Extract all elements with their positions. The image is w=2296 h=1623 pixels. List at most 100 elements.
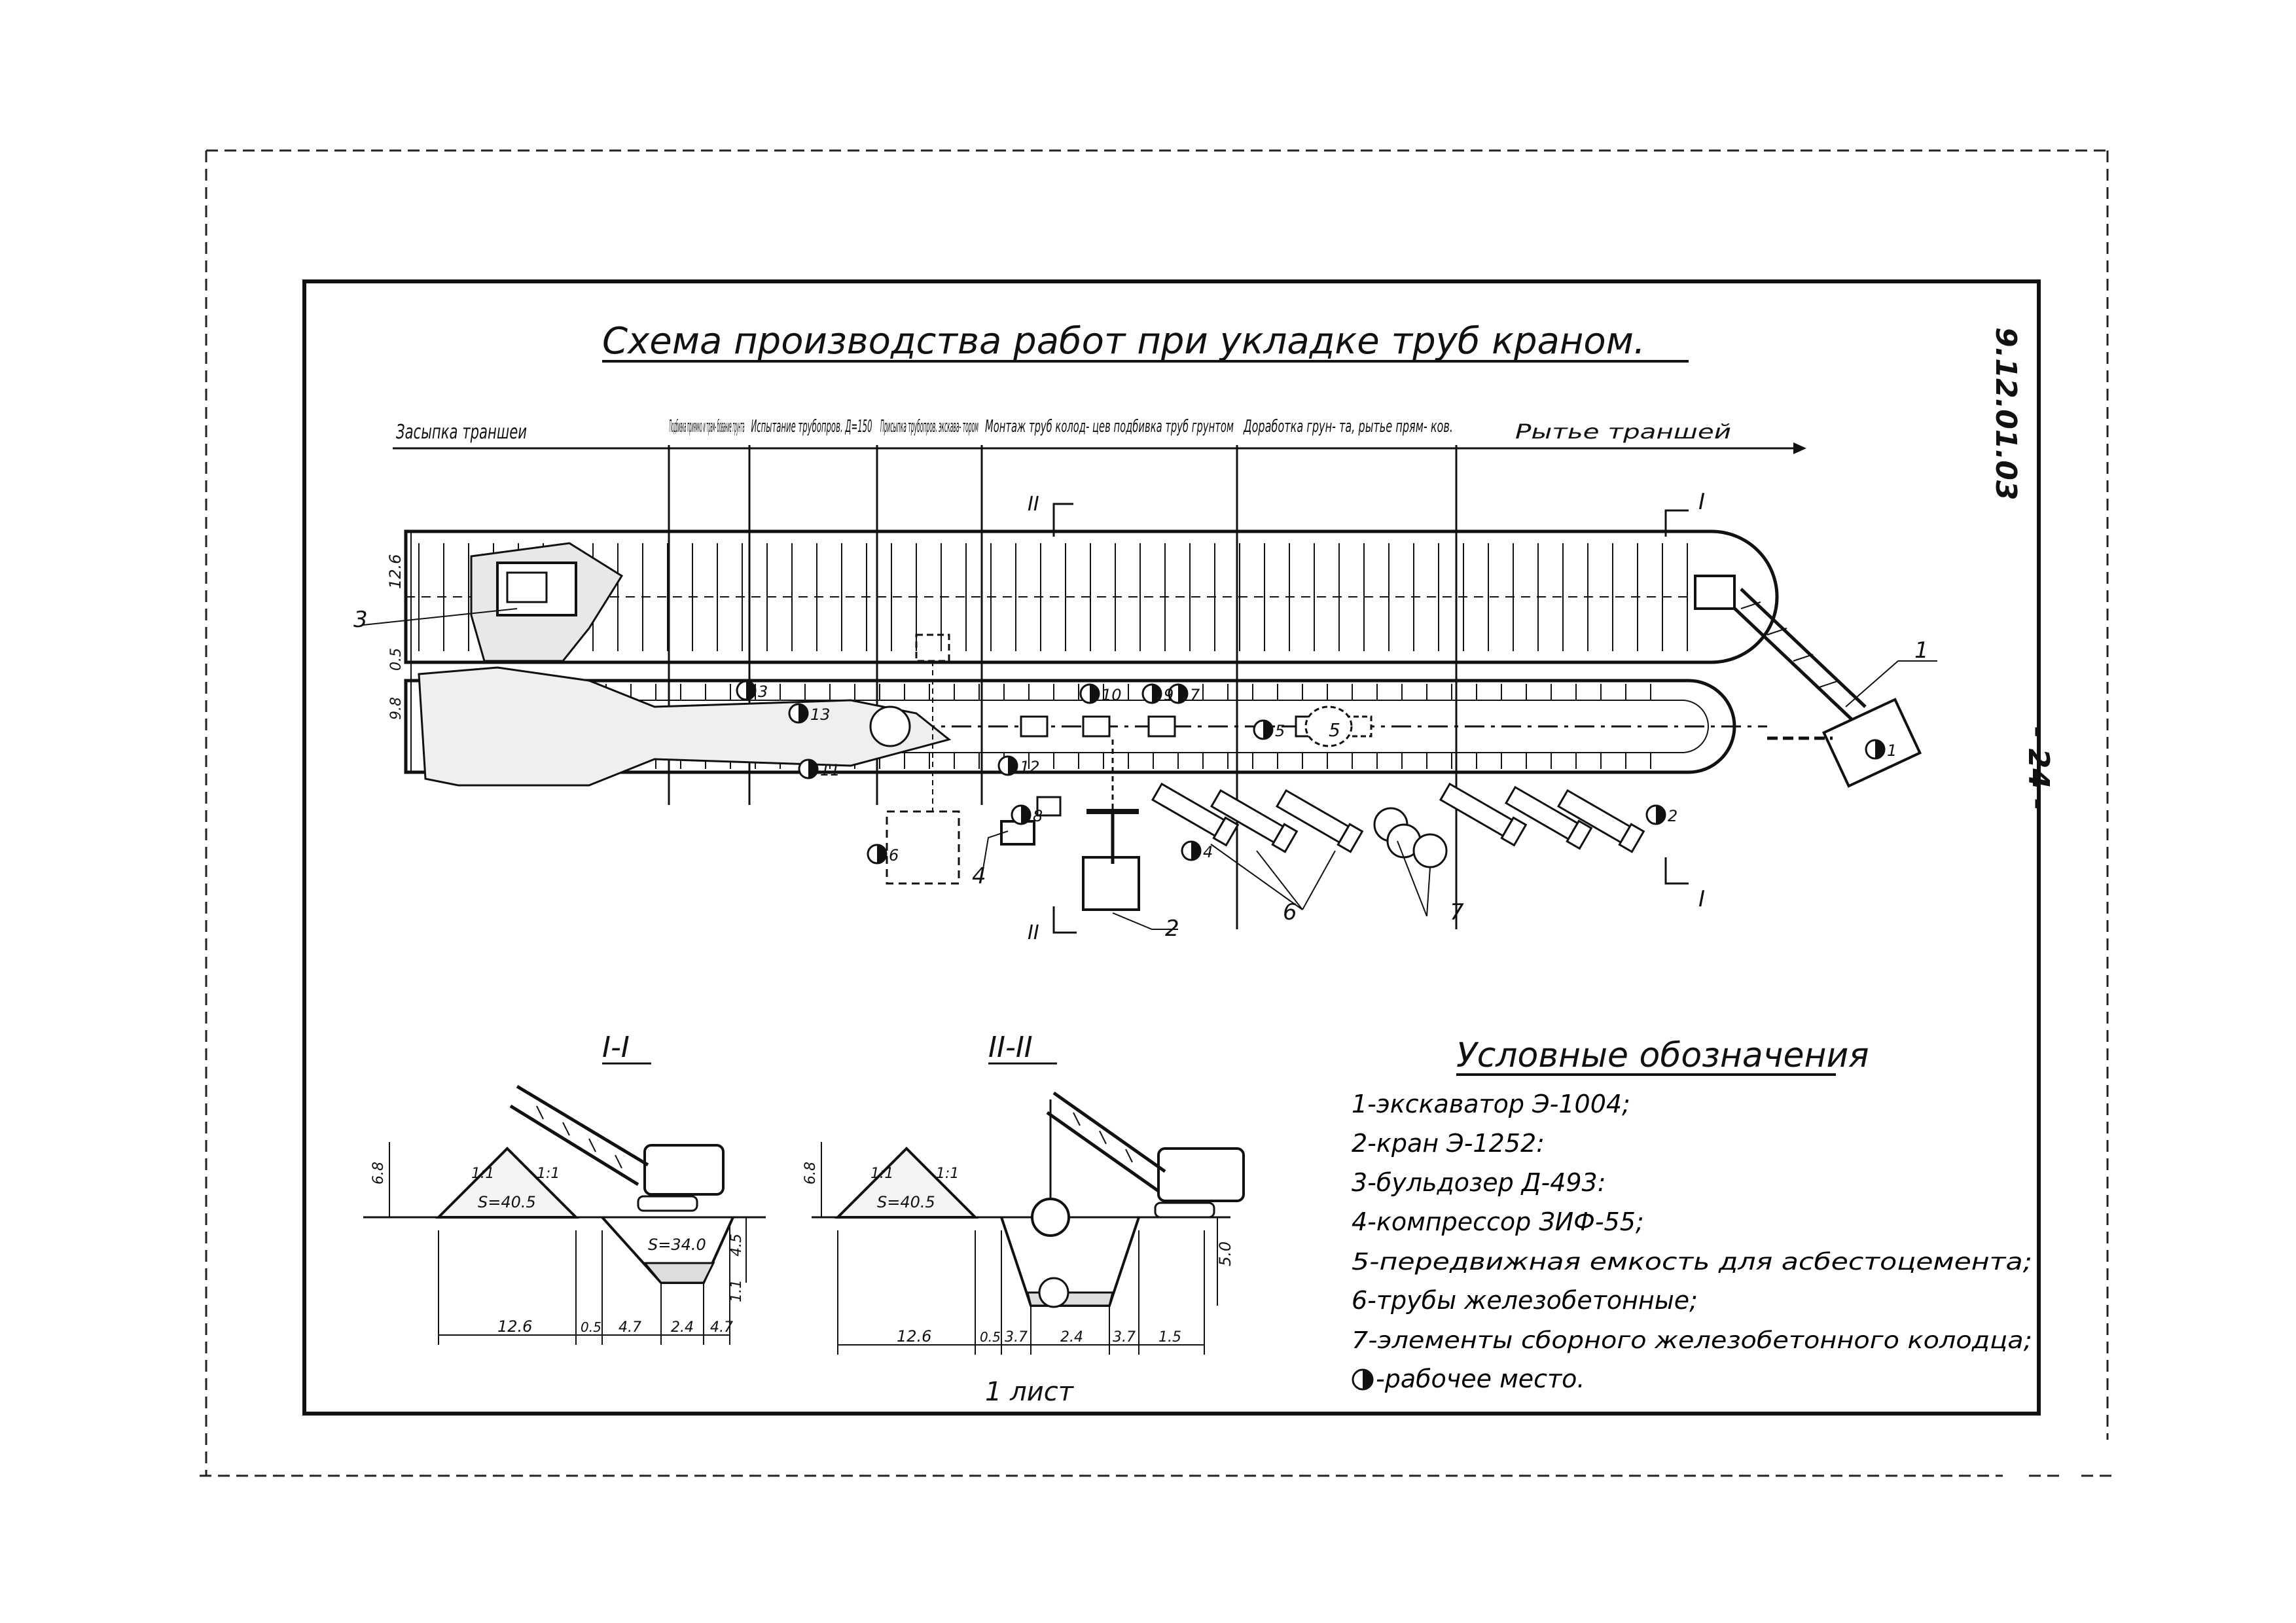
stage-label: Подбивка приямко и трам- бование грунта — [670, 417, 745, 437]
legend-item: 7-элементы сборного железобетонного коло… — [1352, 1327, 2032, 1354]
section-area: S=40.5 — [478, 1193, 536, 1211]
width-dim: 2.4 — [671, 1319, 694, 1336]
workplace-number: 5 — [1275, 722, 1285, 740]
pipe-segment — [1275, 789, 1364, 853]
callout-number: 3 — [353, 607, 368, 633]
legend-item: -рабочее место. — [1376, 1364, 1585, 1393]
legend-item: 1-экскаватор Э-1004; — [1352, 1090, 1630, 1118]
workplace-number: 2 — [1668, 807, 1677, 825]
section-mark: II — [1028, 493, 1039, 516]
legend-title: Условные обозначения — [1456, 1036, 1869, 1075]
well-elements — [1373, 807, 1448, 868]
section-mark: I — [1698, 489, 1705, 515]
section-II-II — [812, 1091, 1245, 1355]
section-area: S=40.5 — [877, 1193, 935, 1211]
slope-label: 1:1 — [870, 1166, 893, 1182]
plan-dim: 0.5 — [388, 648, 404, 671]
callout-number: 4 — [972, 863, 986, 889]
width-dim: 4.7 — [619, 1319, 641, 1336]
workplace-marker: 13 — [788, 703, 831, 724]
pipe-segment — [1439, 782, 1528, 847]
width-dim: 0.5 — [980, 1329, 1001, 1345]
stage-label: Засыпка траншеи — [396, 421, 527, 444]
callout-number: 2 — [1165, 916, 1179, 942]
width-dim: 4.7 — [710, 1319, 733, 1336]
spoil-pile — [404, 529, 1779, 664]
stage-label: Присыпка трубопров. экскава- тором — [880, 417, 978, 437]
width-dim: 1.5 — [1158, 1329, 1181, 1346]
workplace-marker: 6 — [867, 844, 899, 865]
section-mark: II — [1028, 921, 1039, 944]
workplace-marker: 7 — [1168, 683, 1200, 704]
stage-label: Рытье траншей — [1515, 421, 1731, 444]
crane-icon — [1082, 740, 1140, 911]
workplace-number: 1 — [1887, 741, 1897, 760]
slope-label: 1:1 — [936, 1166, 959, 1182]
height-dim: 4.5 — [728, 1234, 745, 1257]
workplace-number: 6 — [889, 846, 899, 865]
workplace-number: 4 — [1203, 843, 1213, 861]
workplace-marker: 8 — [1011, 804, 1043, 825]
legend-item: 2-кран Э-1252: — [1352, 1129, 1545, 1158]
slope-label: 1:1 — [471, 1166, 494, 1182]
workplace-marker: 1 — [1865, 739, 1897, 760]
workplace-number: 7 — [1190, 686, 1200, 704]
section-area: S=34.0 — [648, 1236, 706, 1254]
pipe-segment — [1151, 782, 1240, 847]
workplace-number: 3 — [758, 683, 768, 701]
section-marker-I-bottom — [1664, 857, 1689, 885]
legend-item: 5-передвижная емкость для асбестоцемента… — [1352, 1249, 2032, 1275]
pipe-segment — [1556, 789, 1645, 853]
width-dim: 3.7 — [1005, 1329, 1028, 1346]
slope-label: 1:1 — [537, 1166, 560, 1182]
section-marker-II-bottom — [1052, 906, 1077, 934]
height-dim: 6.8 — [370, 1162, 387, 1185]
drawing-title: Схема производства работ при укладке тру… — [602, 320, 1645, 363]
section-mark: I — [1698, 886, 1705, 912]
legend: Условные обозначения 1-экскаватор Э-1004… — [1352, 1036, 2032, 1393]
tank-icon — [1000, 820, 1035, 846]
workplace-marker: 4 — [1181, 840, 1213, 861]
sheet-label: 1 лист — [985, 1377, 1075, 1407]
width-dim: 12.6 — [497, 1317, 532, 1336]
width-dim: 0.5 — [581, 1319, 601, 1335]
page-number: - 24 - — [2022, 726, 2055, 810]
workplace-marker: 5 — [1253, 719, 1285, 740]
pipe-stock — [1151, 782, 1645, 853]
workplace-number: 10 — [1102, 686, 1122, 704]
bulldozer-icon — [496, 562, 577, 616]
drawing-code: 9.12.01.03 — [1989, 327, 2022, 500]
stage-label: Доработка грун- та, рытье прям- ков. — [1243, 417, 1453, 437]
trench — [404, 679, 1736, 774]
workplace-marker: 3 — [736, 680, 768, 701]
callout-number: 7 — [1450, 899, 1464, 925]
stage-label: Испытание трубопров. Д=150 — [751, 417, 872, 437]
height-dim: 1.1 — [728, 1279, 745, 1302]
section-marker-I-top — [1664, 509, 1689, 537]
callout-number: 1 — [1914, 637, 1929, 664]
compressor-icon — [886, 810, 960, 885]
callout-number: 6 — [1283, 899, 1297, 925]
inner-frame — [302, 279, 2041, 1416]
section-marker-II-top — [1052, 503, 1073, 537]
legend-item: 4-компрессор ЗИФ-55; — [1352, 1207, 1644, 1236]
workplace-number: 11 — [820, 761, 840, 779]
stage-label: Монтаж труб колод- цев подбивка труб гру… — [985, 417, 1234, 437]
section-title: I-I — [602, 1031, 630, 1064]
workplace-marker: 2 — [1645, 804, 1677, 825]
workplace-number: 8 — [1033, 807, 1043, 825]
legend-item: 6-трубы железобетонные; — [1352, 1286, 1698, 1315]
section-title: II-II — [988, 1031, 1033, 1064]
legend-item: 3-бульдозер Д-493: — [1352, 1168, 1606, 1197]
plan-dim: 9.8 — [388, 697, 404, 720]
width-dim: 3.7 — [1113, 1329, 1136, 1346]
height-dim: 5.0 — [1216, 1241, 1234, 1266]
width-dim: 2.4 — [1060, 1329, 1083, 1346]
section-I-I — [363, 1084, 766, 1345]
workplace-marker: 11 — [798, 758, 840, 779]
workplace-marker: 9 — [1141, 683, 1174, 704]
width-dim: 12.6 — [897, 1327, 931, 1346]
workplace-marker: 10 — [1079, 683, 1122, 704]
